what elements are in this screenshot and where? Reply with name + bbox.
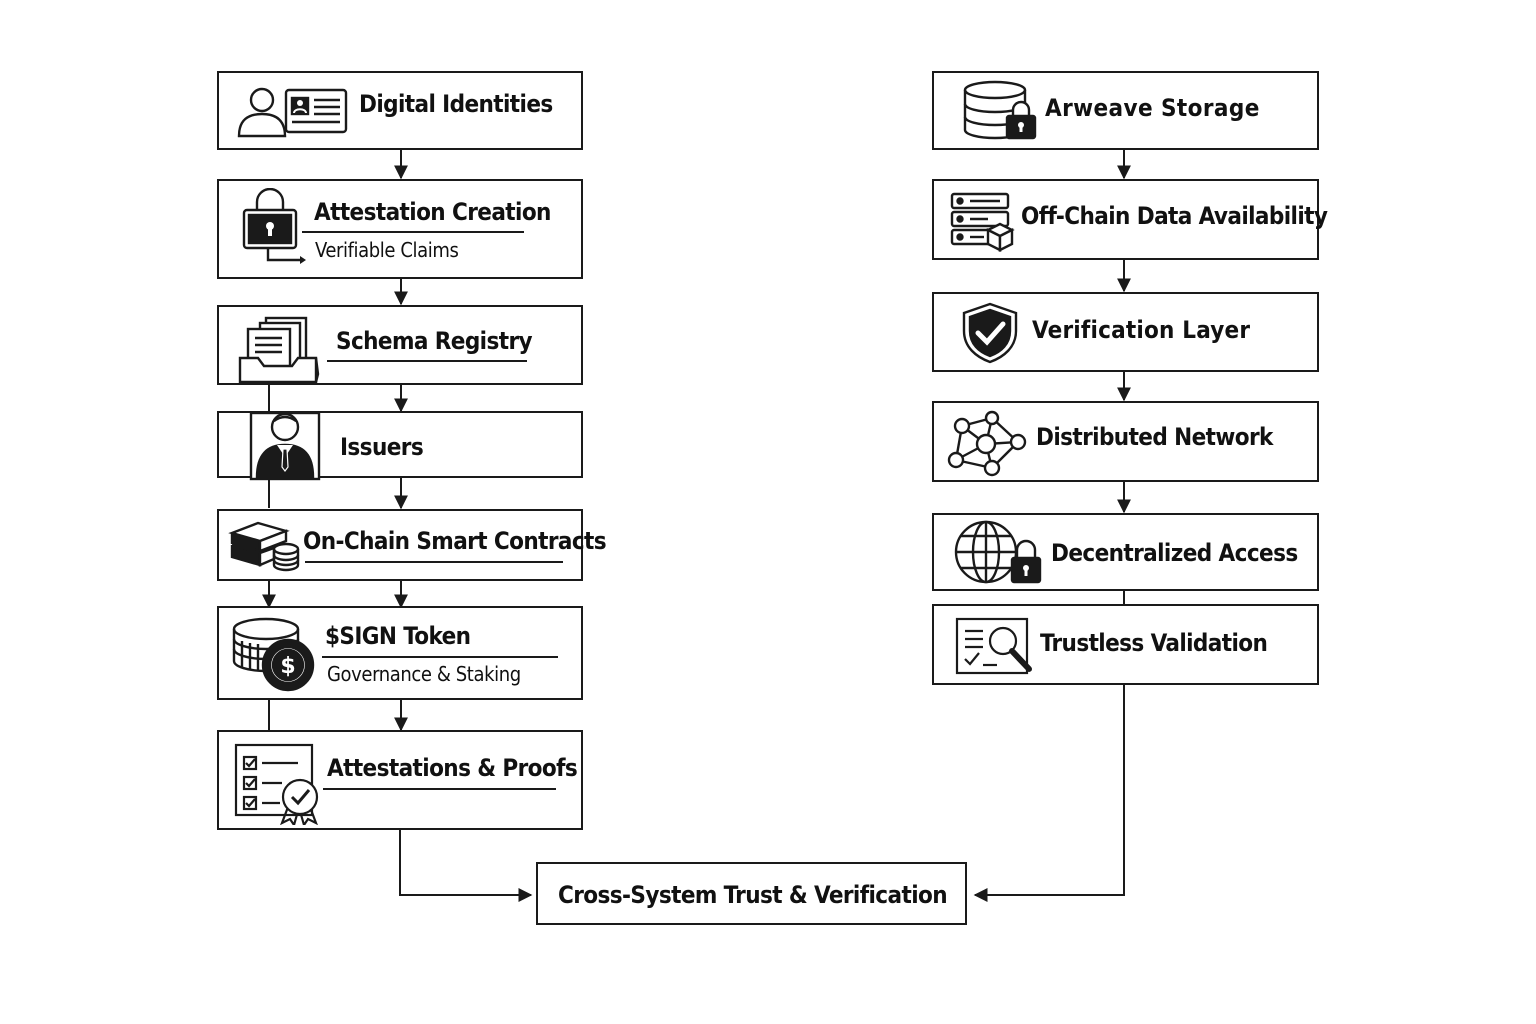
checklist-certificate-icon [232,741,326,825]
underline-on-chain-smart-contracts [305,561,563,563]
server-cube-icon [948,190,1018,254]
label-off-chain-data-availability: Off-Chain Data Availability [1021,202,1328,230]
label-governance-staking: Governance & Staking [327,662,521,686]
globe-lock-icon [952,518,1046,586]
label-verifiable-claims: Verifiable Claims [315,238,459,262]
label-distributed-network: Distributed Network [1036,423,1273,451]
underline-attestation-creation [302,231,524,233]
padlock-icon [240,188,312,266]
arrow-trustless-to-target [973,685,1125,902]
node-cross-system-trust [536,862,967,925]
label-decentralized-access: Decentralized Access [1051,539,1298,567]
document-tray-icon [236,314,322,386]
label-schema-registry: Schema Registry [336,327,533,355]
label-attestation-creation: Attestation Creation [314,198,551,226]
network-nodes-icon [944,408,1030,480]
dollar-coin-stack-icon: $ [230,615,320,693]
underline-sign-token [322,656,558,658]
label-verification-layer: Verification Layer [1032,316,1251,344]
document-magnifier-icon [953,615,1035,679]
underline-attestations-proofs [323,788,556,790]
database-lock-icon [961,80,1041,142]
label-trustless-validation: Trustless Validation [1040,629,1268,657]
underline-schema-registry [327,360,527,362]
label-digital-identities: Digital Identities [359,90,553,118]
blocks-coins-icon [228,517,304,573]
shield-check-icon [958,301,1022,365]
label-issuers: Issuers [340,433,424,461]
label-sign-token: $SIGN Token [325,622,471,650]
label-on-chain-smart-contracts: On-Chain Smart Contracts [303,527,607,555]
businessman-icon [247,405,323,483]
label-attestations-proofs: Attestations & Proofs [327,754,578,782]
user-id-card-icon [236,82,350,140]
label-cross-system-trust: Cross-System Trust & Verification [558,881,948,909]
arrow-proofs-to-target [399,830,533,902]
svg-text:$: $ [280,654,295,679]
label-arweave-storage: Arweave Storage [1045,94,1260,122]
